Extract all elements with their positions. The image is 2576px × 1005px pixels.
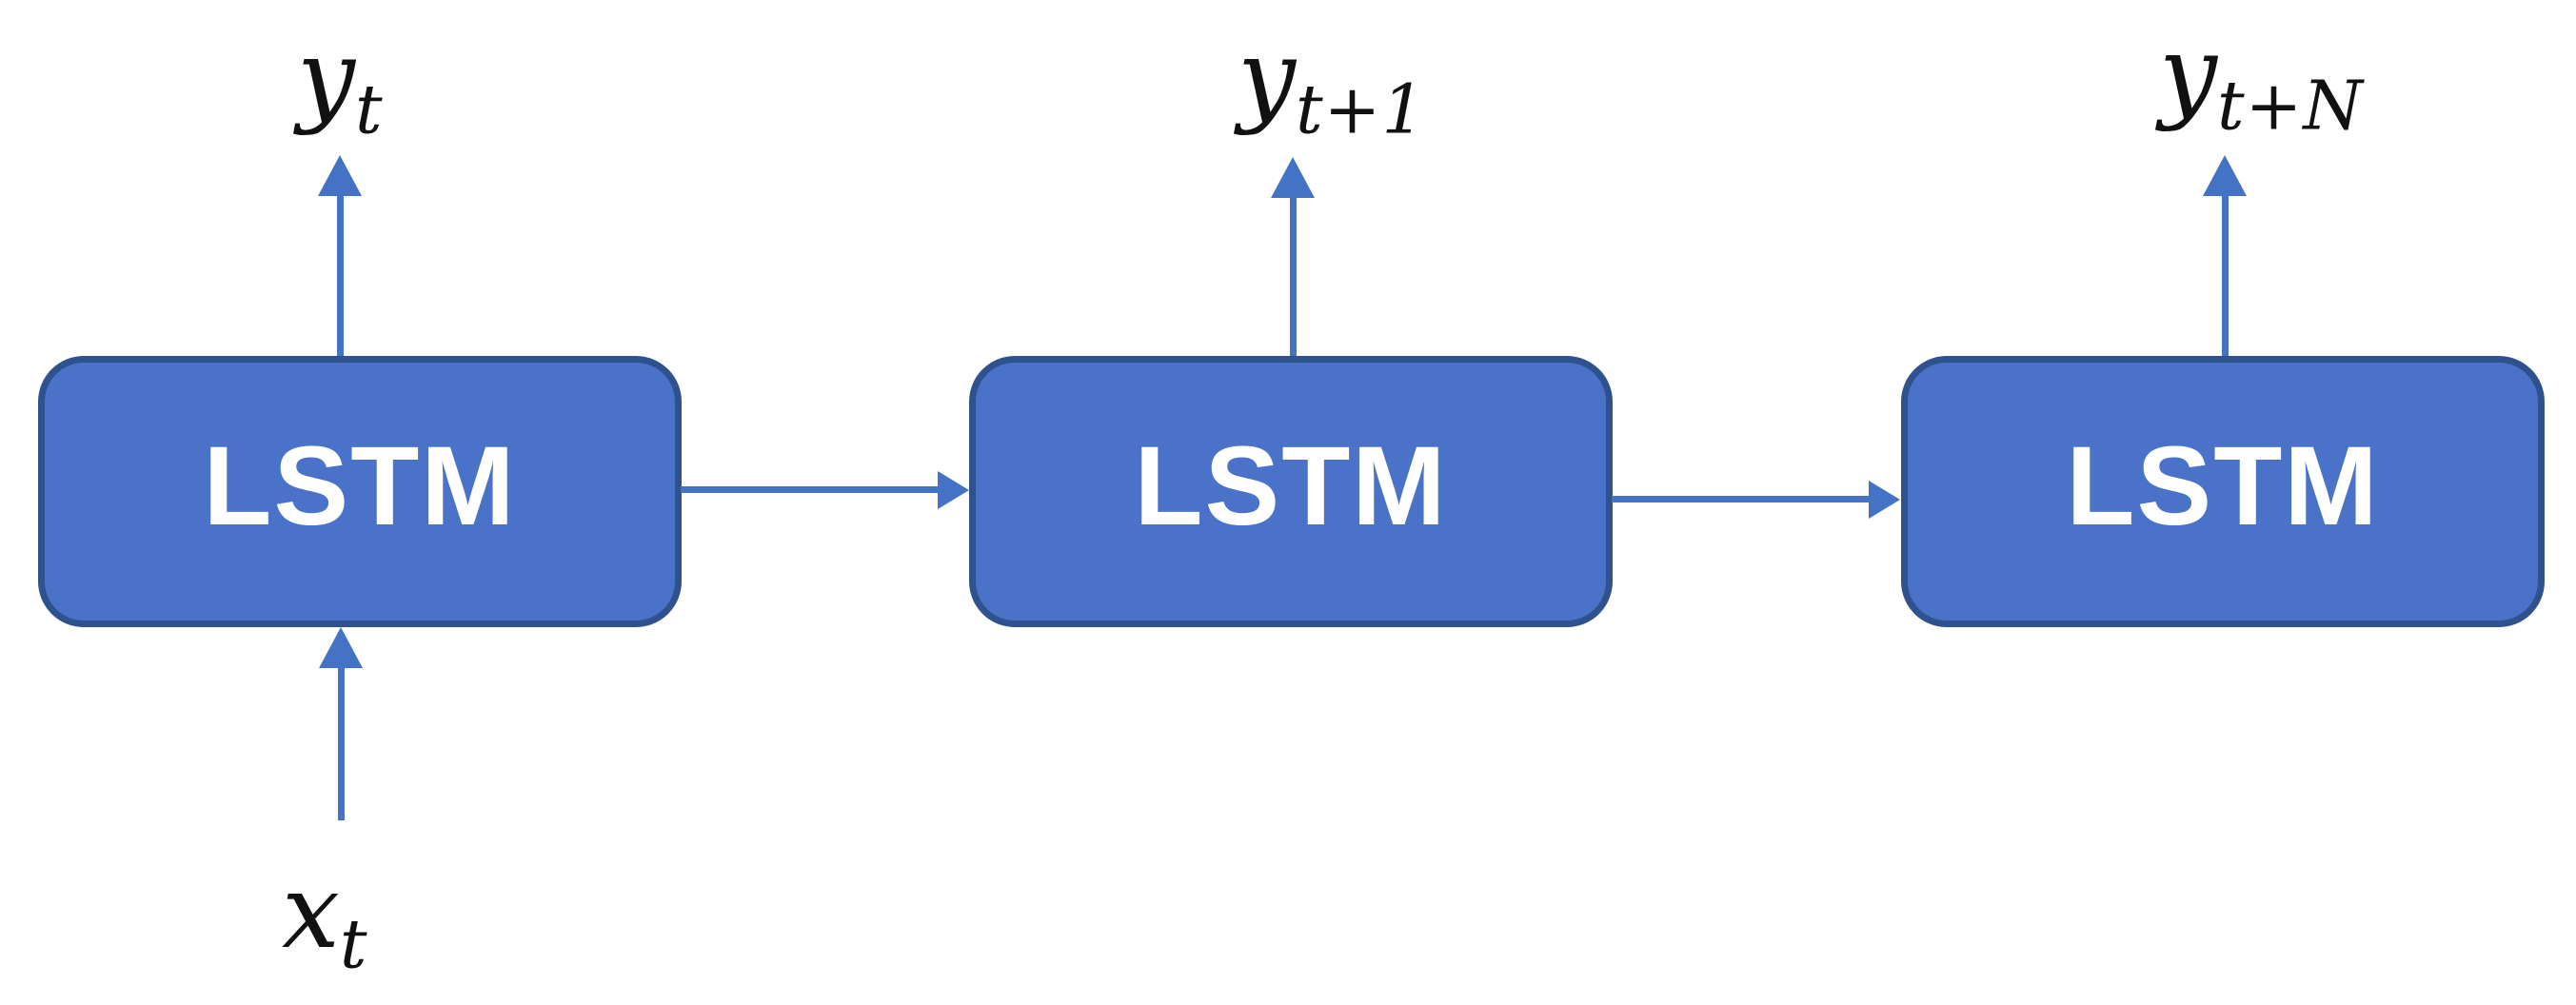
output-label-y-t1: yt+1 [1238, 27, 1426, 144]
arrow-head-up-icon [318, 155, 362, 196]
lstm-block-tn: LSTM [1901, 356, 2545, 627]
arrow-head-right-icon [938, 471, 969, 509]
math-base: y [2159, 14, 2218, 133]
lstm-block-label: LSTM [1134, 423, 1448, 549]
math-subscript: t [355, 69, 384, 149]
lstm-block-t: LSTM [38, 356, 682, 627]
arrow-head-right-icon [1869, 481, 1900, 519]
math-base: y [297, 18, 356, 137]
arrow-stem [2222, 192, 2229, 356]
lstm-block-label: LSTM [2066, 423, 2380, 549]
arrow-stem [681, 486, 940, 493]
lstm-block-label: LSTM [203, 423, 517, 549]
arrow-head-up-icon [319, 627, 363, 668]
math-base: x [282, 853, 340, 972]
math-subscript: t+N [2217, 66, 2364, 146]
arrow-stem [337, 192, 344, 356]
lstm-block-t1: LSTM [969, 356, 1613, 627]
arrow-head-up-icon [1271, 157, 1315, 198]
output-label-y-tn: yt+N [2159, 23, 2364, 140]
math-subscript: t+1 [1296, 69, 1426, 149]
math-base: y [1238, 18, 1297, 137]
math-subscript: t [339, 904, 368, 984]
arrow-stem [1612, 496, 1871, 502]
output-label-y-t: yt [297, 27, 384, 144]
input-label-x-t: xt [282, 861, 368, 978]
arrow-head-up-icon [2203, 155, 2247, 196]
arrow-stem [1290, 194, 1297, 356]
arrow-stem [338, 664, 345, 820]
